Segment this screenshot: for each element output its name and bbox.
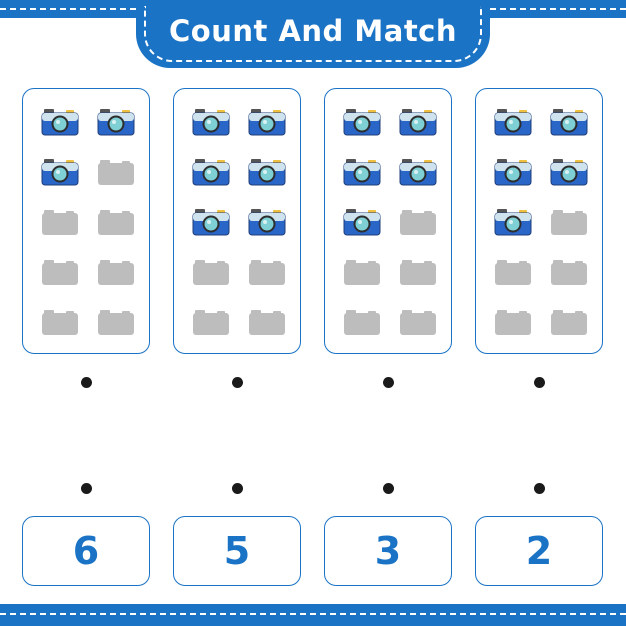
camera-placeholder-icon <box>192 258 230 286</box>
count-panel-2 <box>173 88 301 354</box>
camera-placeholder-icon <box>41 258 79 286</box>
answer-number: 2 <box>525 529 553 573</box>
camera-placeholder-icon <box>399 208 437 236</box>
camera-placeholder-icon <box>343 258 381 286</box>
match-dot-bottom-1[interactable] <box>81 483 92 494</box>
camera-placeholder-icon <box>550 308 588 336</box>
camera-placeholder-icon <box>494 258 532 286</box>
camera-icon <box>494 158 532 186</box>
camera-placeholder-icon <box>550 208 588 236</box>
bottom-border <box>0 604 626 626</box>
count-panel-3 <box>324 88 452 354</box>
camera-placeholder-icon <box>97 158 135 186</box>
camera-icon <box>97 108 135 136</box>
camera-placeholder-icon <box>494 308 532 336</box>
match-dot-bottom-3[interactable] <box>383 483 394 494</box>
camera-icon <box>248 158 286 186</box>
camera-placeholder-icon <box>97 208 135 236</box>
camera-icon <box>550 108 588 136</box>
match-dot-top-3[interactable] <box>383 377 394 388</box>
camera-icon <box>399 108 437 136</box>
camera-icon <box>41 108 79 136</box>
match-dot-top-4[interactable] <box>534 377 545 388</box>
camera-icon <box>248 108 286 136</box>
answer-box-3[interactable]: 3 <box>324 516 452 586</box>
camera-icon <box>343 208 381 236</box>
count-panel-1 <box>22 88 150 354</box>
camera-icon <box>41 158 79 186</box>
camera-placeholder-icon <box>192 308 230 336</box>
title-banner: Count And Match <box>136 0 490 68</box>
answer-box-4[interactable]: 2 <box>475 516 603 586</box>
answer-box-1[interactable]: 6 <box>22 516 150 586</box>
answer-number: 3 <box>374 529 402 573</box>
count-panel-4 <box>475 88 603 354</box>
camera-icon <box>192 208 230 236</box>
camera-icon <box>399 158 437 186</box>
camera-placeholder-icon <box>41 208 79 236</box>
camera-icon <box>494 208 532 236</box>
page-title: Count And Match <box>168 14 458 48</box>
camera-placeholder-icon <box>248 308 286 336</box>
camera-icon <box>248 208 286 236</box>
camera-placeholder-icon <box>97 308 135 336</box>
answer-number: 6 <box>72 529 100 573</box>
camera-icon <box>192 158 230 186</box>
camera-placeholder-icon <box>97 258 135 286</box>
answer-box-2[interactable]: 5 <box>173 516 301 586</box>
camera-icon <box>192 108 230 136</box>
match-dot-bottom-4[interactable] <box>534 483 545 494</box>
camera-placeholder-icon <box>41 308 79 336</box>
camera-icon <box>343 158 381 186</box>
camera-placeholder-icon <box>343 308 381 336</box>
camera-placeholder-icon <box>550 258 588 286</box>
match-dot-top-1[interactable] <box>81 377 92 388</box>
camera-placeholder-icon <box>399 258 437 286</box>
camera-icon <box>494 108 532 136</box>
camera-placeholder-icon <box>399 308 437 336</box>
match-dot-bottom-2[interactable] <box>232 483 243 494</box>
answer-number: 5 <box>223 529 251 573</box>
camera-icon <box>550 158 588 186</box>
camera-icon <box>343 108 381 136</box>
match-dot-top-2[interactable] <box>232 377 243 388</box>
camera-placeholder-icon <box>248 258 286 286</box>
